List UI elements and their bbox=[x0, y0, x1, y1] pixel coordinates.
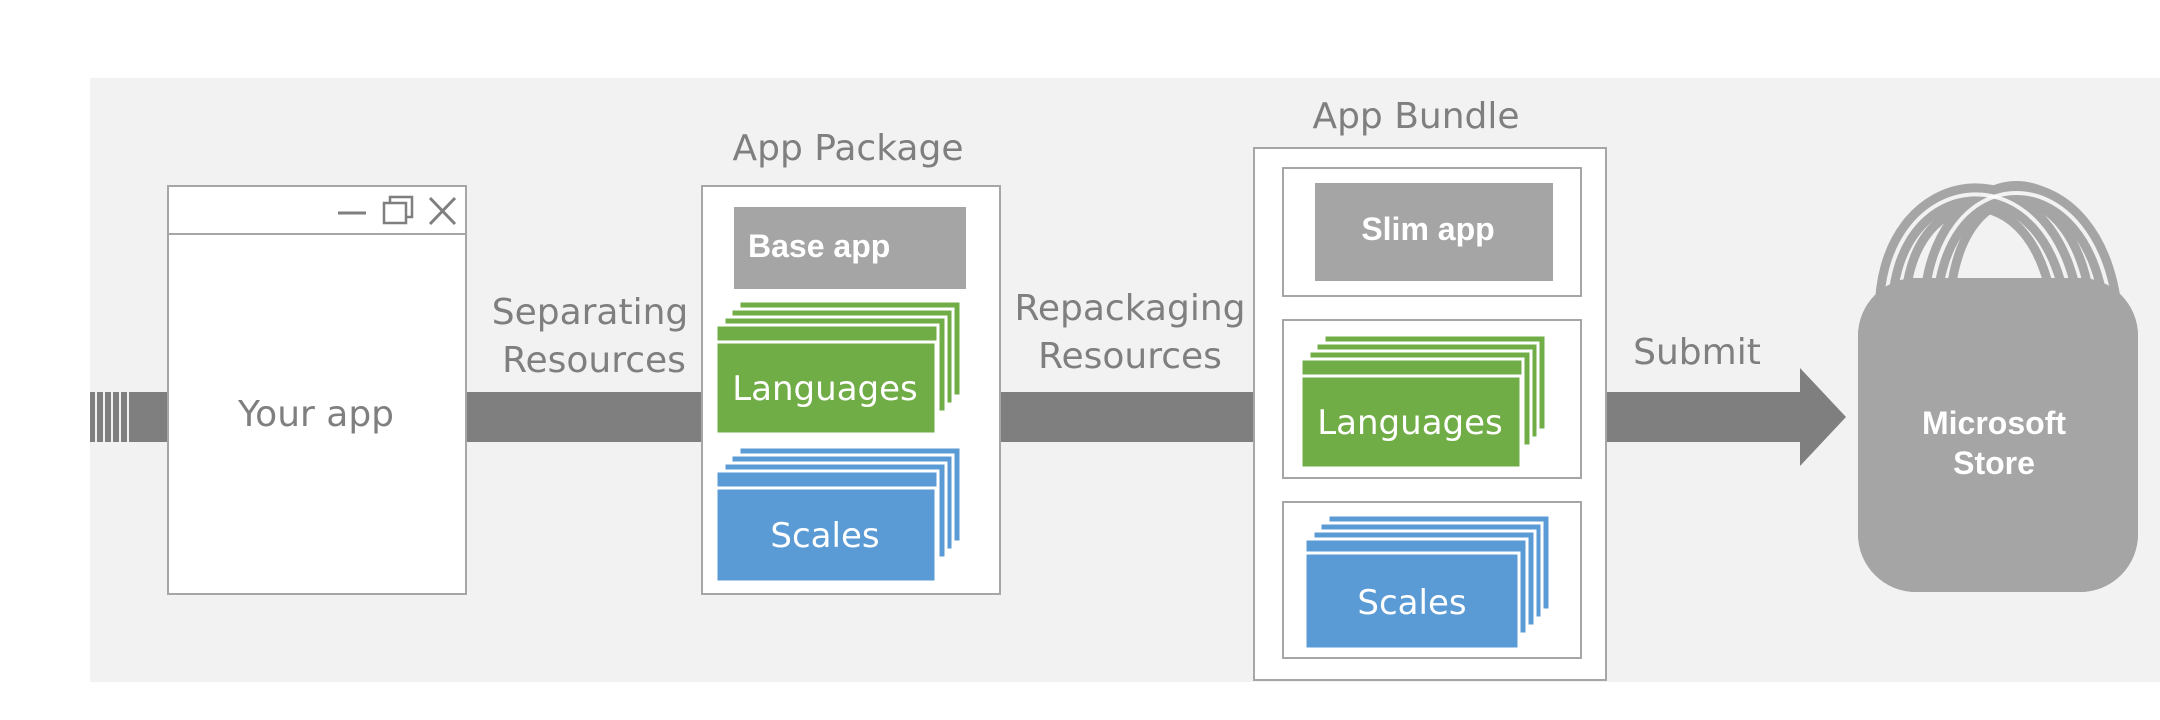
flow-start-stripes bbox=[95, 392, 129, 442]
separating-label-line2: Resources bbox=[502, 340, 686, 381]
base-app-label: Base app bbox=[748, 228, 890, 264]
package-scales-label: Scales bbox=[770, 516, 879, 556]
app-bundle-box: Slim app Languages Scales bbox=[1253, 147, 1607, 681]
bundle-scales-label: Scales bbox=[1357, 583, 1466, 623]
app-bundle-title: App Bundle bbox=[1312, 96, 1519, 137]
package-scales-block bbox=[714, 486, 938, 584]
package-languages-label: Languages bbox=[732, 369, 918, 409]
store-label-line1: Microsoft bbox=[1922, 405, 2066, 441]
separating-label-line1: Separating bbox=[492, 292, 689, 333]
slim-app-block bbox=[1315, 183, 1553, 281]
your-app-window: Your app bbox=[167, 185, 467, 595]
package-languages-block bbox=[714, 340, 938, 436]
bundle-scales-block bbox=[1303, 551, 1521, 651]
app-package-box: Base app Languages Scales bbox=[701, 185, 1001, 595]
app-package-title: App Package bbox=[733, 128, 964, 169]
repackaging-label-line1: Repackaging bbox=[1014, 288, 1245, 329]
maximize-icon bbox=[382, 195, 414, 225]
submit-arrow-head bbox=[1800, 368, 1846, 466]
your-app-label: Your app bbox=[237, 394, 394, 435]
repackaging-label-line2: Resources bbox=[1038, 336, 1222, 377]
store-label-line2: Store bbox=[1953, 445, 2035, 481]
base-app-block bbox=[734, 207, 966, 289]
submit-label: Submit bbox=[1633, 332, 1761, 373]
close-icon bbox=[428, 196, 457, 226]
bundle-languages-block bbox=[1299, 374, 1523, 470]
microsoft-store-bag-icon bbox=[1858, 181, 2138, 592]
slim-app-label: Slim app bbox=[1361, 211, 1494, 247]
bundle-languages-label: Languages bbox=[1317, 403, 1503, 443]
